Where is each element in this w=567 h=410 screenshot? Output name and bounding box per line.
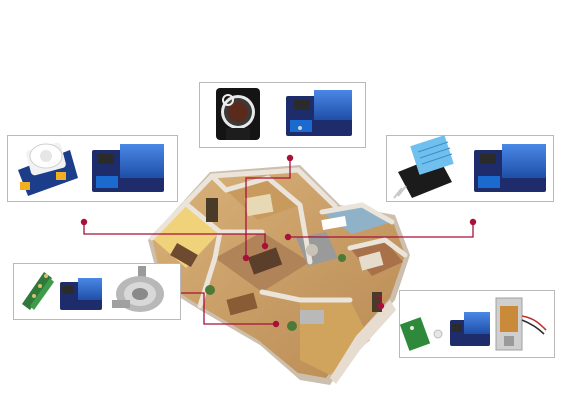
- dht11-sensor-icon: [393, 135, 454, 199]
- connector-dot-right-upper-end: [284, 233, 292, 241]
- card-right-upper: [386, 135, 554, 202]
- connector-dot-left-upper: [80, 218, 88, 226]
- water-pump-icon: [112, 266, 164, 312]
- connector-lines: [83, 158, 474, 325]
- relay-module-icon: [60, 278, 102, 310]
- soil-moisture-sensor-icon: [22, 272, 54, 310]
- card-top: [199, 82, 366, 148]
- card-right-lower: [399, 290, 555, 358]
- connector-dot-left-upper-end: [261, 242, 269, 250]
- rfid-module-icon: [399, 317, 443, 351]
- connector-dot-top-end: [242, 254, 250, 262]
- connector-dot-right-lower: [377, 302, 385, 310]
- furniture: [170, 193, 384, 331]
- pir-motion-sensor-icon: [18, 142, 78, 196]
- relay-module-icon: [450, 312, 490, 346]
- relay-module-icon: [92, 144, 164, 192]
- connector-dot-right-upper: [469, 218, 477, 226]
- solenoid-lock-icon: [495, 297, 547, 351]
- relay-module-icon: [474, 144, 546, 192]
- vibration-sensor-icon: [216, 88, 260, 140]
- card-left-upper: [7, 135, 178, 202]
- card-left-lower: [13, 263, 181, 320]
- connector-dot-top: [286, 154, 294, 162]
- floor-plan: [148, 165, 410, 385]
- relay-module-icon: [286, 90, 352, 136]
- connector-dot-left-lower-end: [272, 320, 280, 328]
